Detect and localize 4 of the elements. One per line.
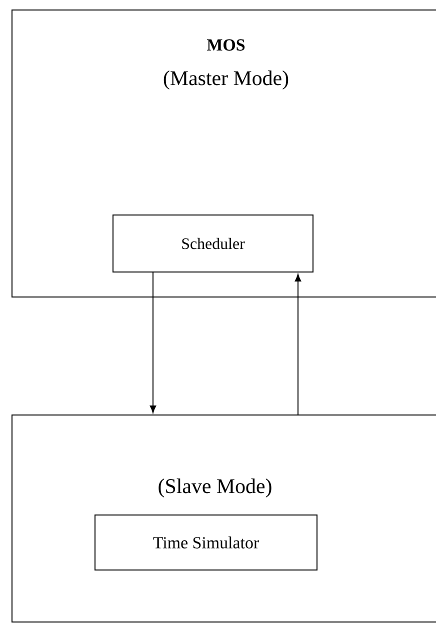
arrow [294, 274, 302, 415]
process-box: Time Simulator [94, 514, 318, 570]
process-box: Scheduler [112, 214, 314, 272]
arrow [150, 272, 156, 413]
